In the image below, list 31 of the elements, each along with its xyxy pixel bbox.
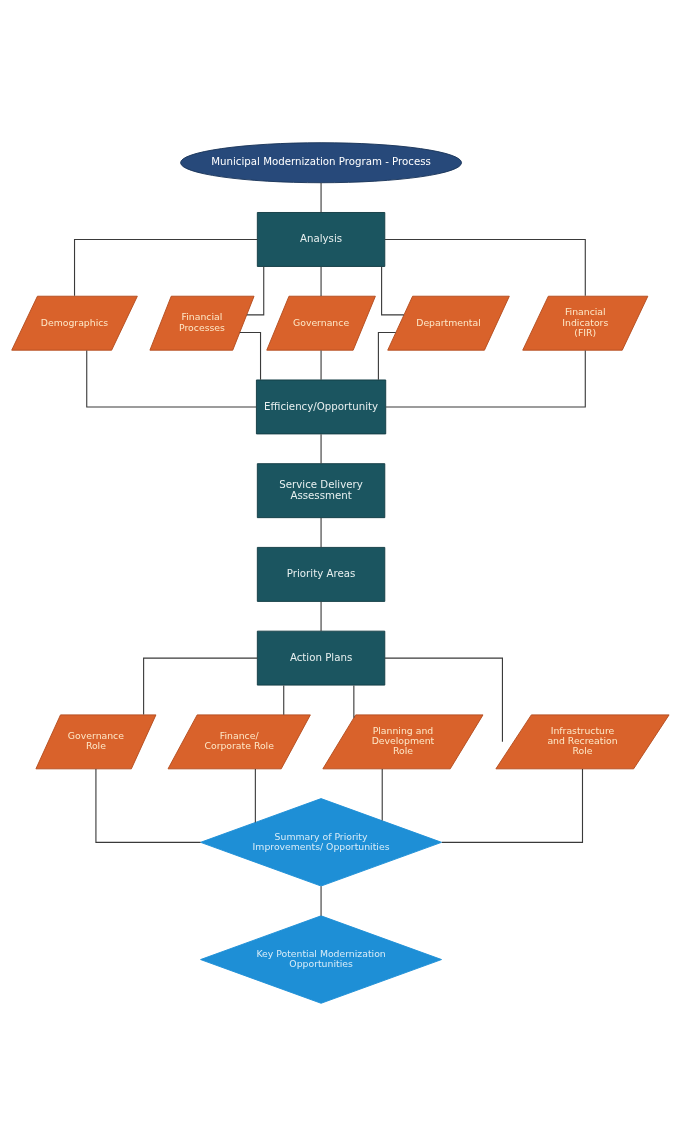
connector [320,182,322,213]
node-box: Action Plans [256,630,386,686]
node-box: Analysis [256,212,386,267]
connector [320,517,322,548]
connector [320,350,322,381]
node-ellipse: Municipal Modernization Program - Process [180,142,462,184]
connector [381,768,383,822]
connector [246,266,265,316]
connector [86,350,257,408]
connector [143,657,258,715]
connector [254,768,256,823]
connector [320,601,322,632]
connector [381,266,405,316]
connector [377,331,397,381]
connector [441,768,584,843]
connector [320,433,322,465]
connector [385,350,586,408]
connector [384,238,586,297]
node-diamond: Key Potential Modernization Opportunities [200,915,442,1004]
connector [73,238,258,297]
node-box: Priority Areas [256,546,386,602]
node-box: Service Delivery Assessment [256,463,386,519]
connector [239,331,262,381]
connector [320,266,322,297]
node-box: Efficiency/Opportunity [255,379,387,435]
connector [353,685,355,719]
node-diamond: Summary of Priority Improvements/ Opportunities [200,798,442,887]
connector [384,657,503,743]
connector [320,885,322,917]
connector [95,768,202,843]
connector [283,685,285,716]
